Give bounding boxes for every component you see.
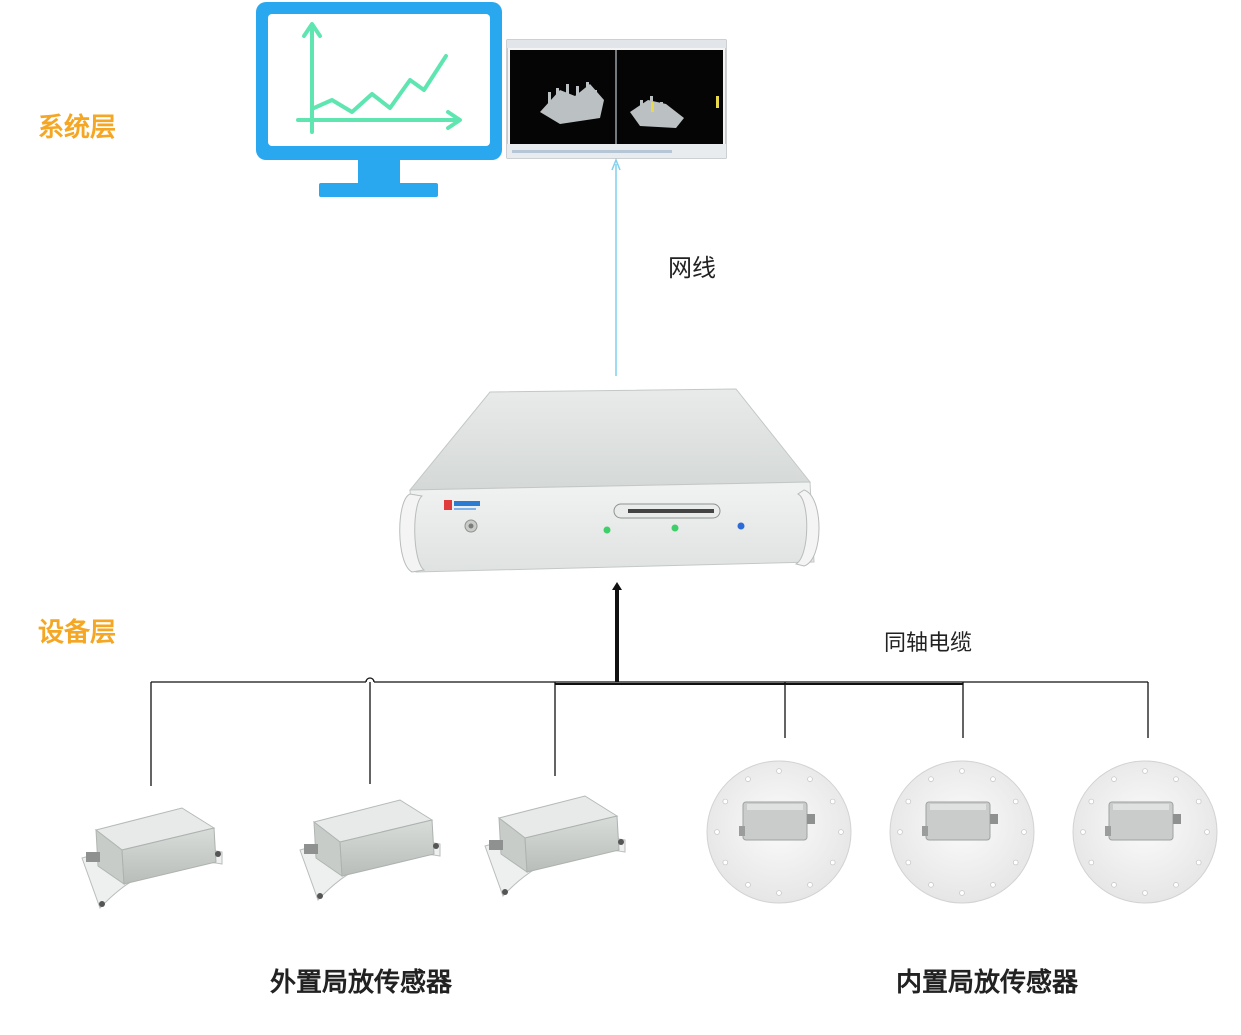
internal-sensor-icon bbox=[706, 760, 852, 904]
external-sensor-icon bbox=[81, 807, 223, 909]
device-layer-label: 设备层 bbox=[38, 618, 117, 648]
internal-sensor-icon bbox=[889, 760, 1035, 904]
system-layer-label: 系统层 bbox=[38, 113, 117, 143]
network-connection bbox=[611, 157, 621, 376]
monitor-icon bbox=[256, 2, 502, 197]
coax-arrowhead bbox=[612, 582, 622, 590]
external-sensor-icon bbox=[299, 799, 441, 901]
network-cable-label: 网线 bbox=[668, 254, 716, 282]
internal-sensor-icon bbox=[1072, 760, 1218, 904]
internal-sensor-group-label: 内置局放传感器 bbox=[896, 968, 1079, 998]
external-sensor-icon bbox=[484, 795, 626, 897]
coax-connection bbox=[150, 586, 1149, 786]
analysis-screenshot-icon bbox=[506, 39, 727, 159]
coax-cable-label: 同轴电缆 bbox=[884, 631, 973, 656]
external-sensor-group-label: 外置局放传感器 bbox=[270, 968, 453, 998]
rack-unit-icon bbox=[399, 388, 820, 573]
